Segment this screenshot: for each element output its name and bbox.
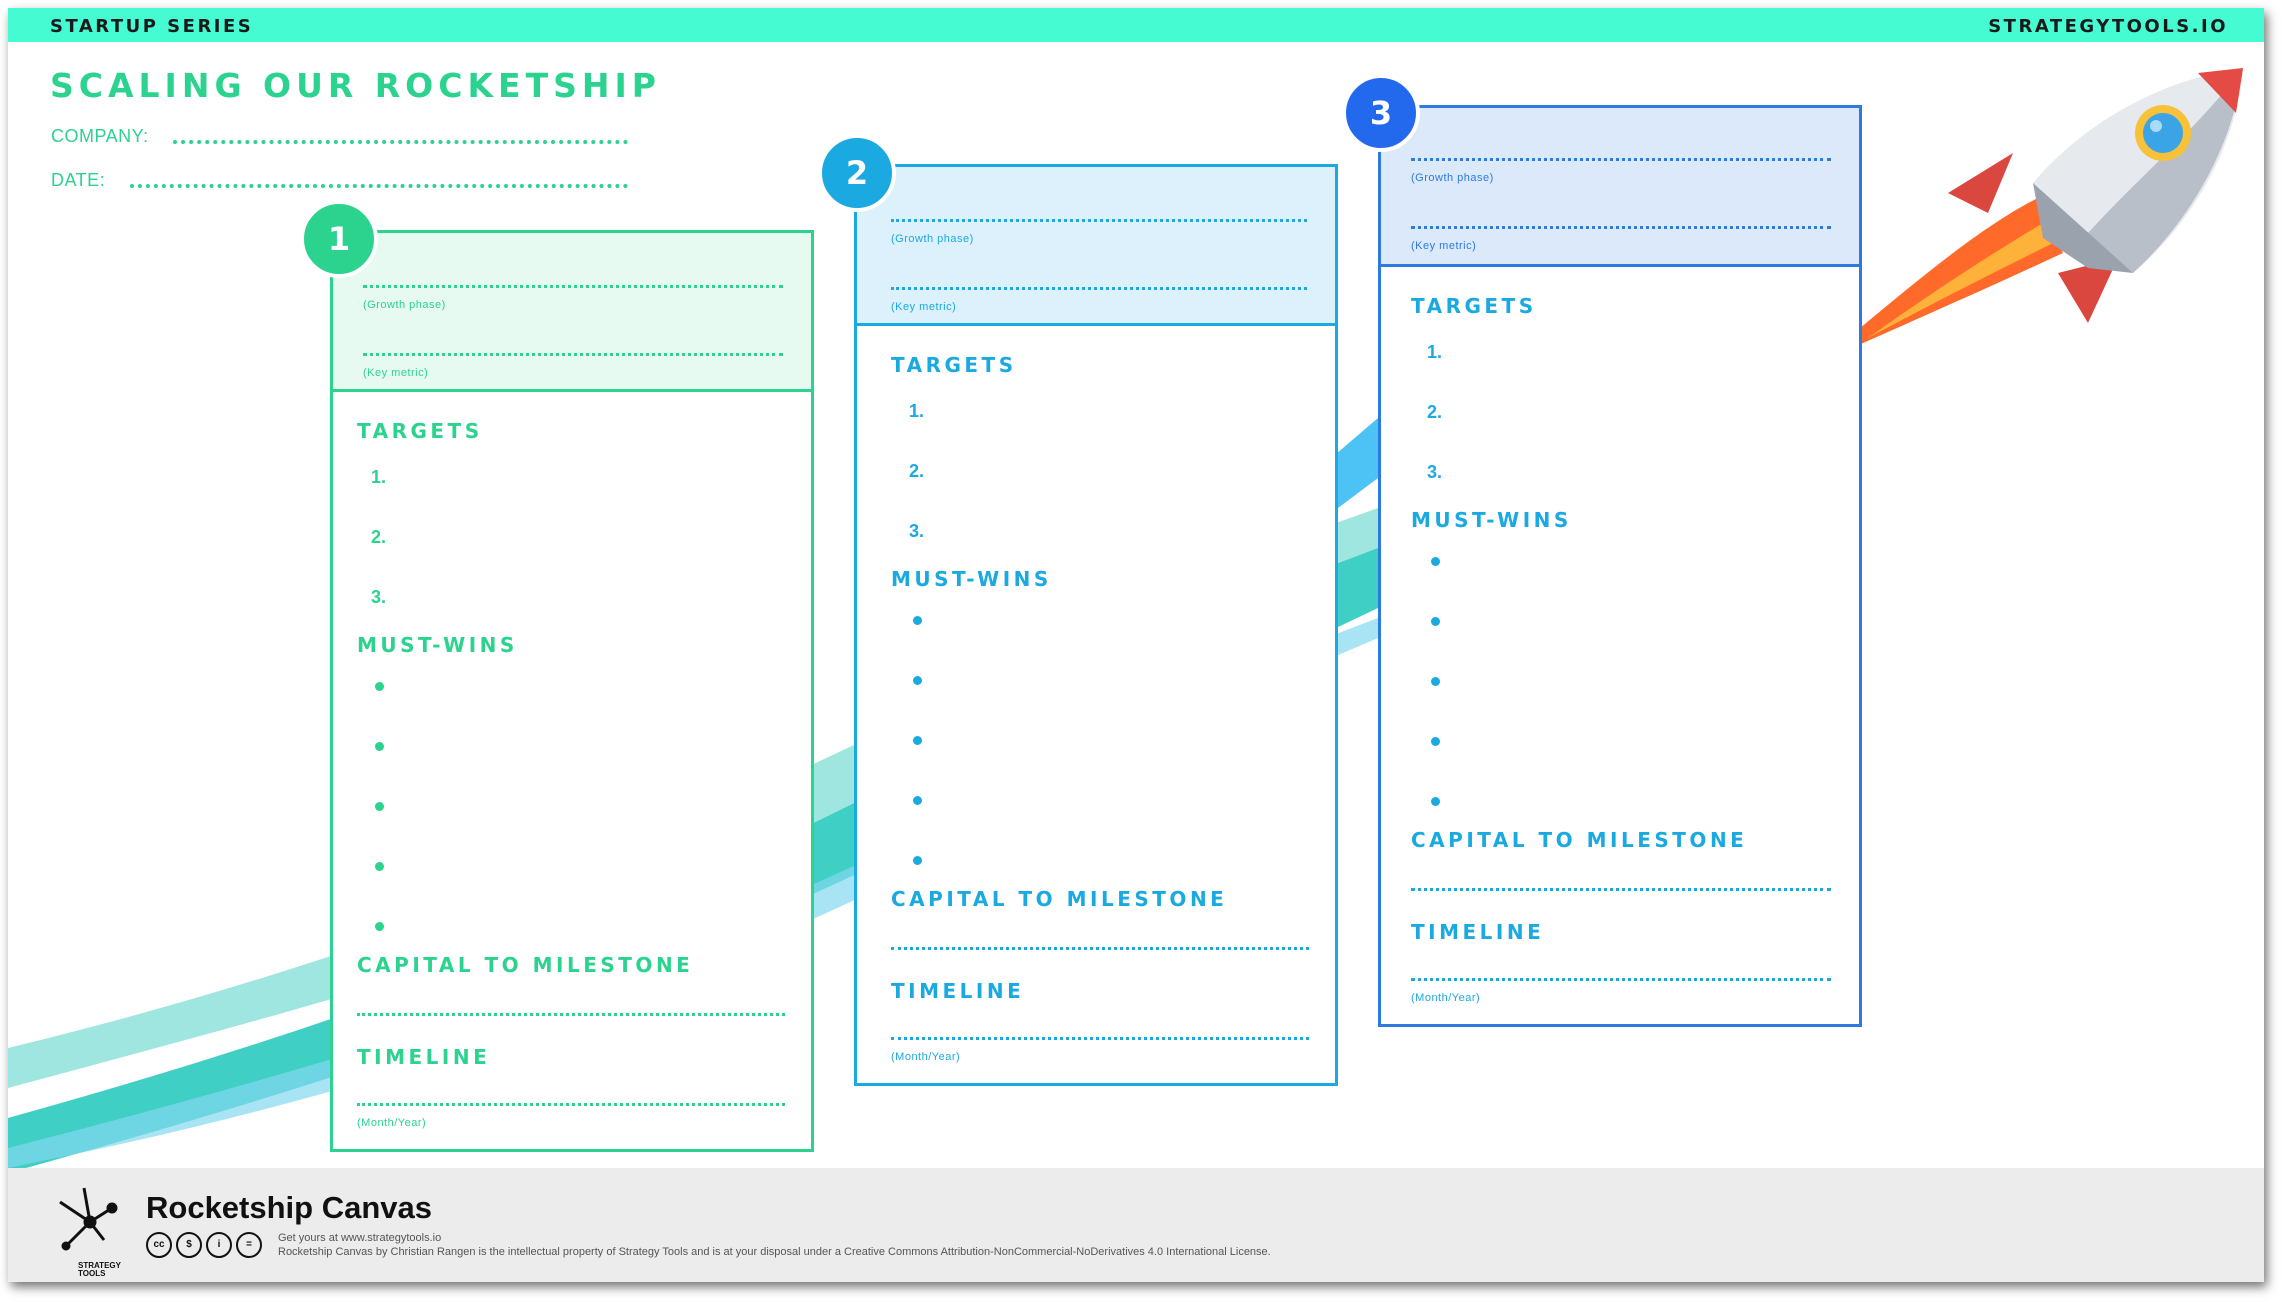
stage-2-must-win-bullet xyxy=(913,616,922,625)
license-text: Rocketship Canvas by Christian Rangen is… xyxy=(278,1246,1271,1258)
stage-2-capital-heading: CAPITAL TO MILESTONE xyxy=(891,887,1228,911)
stage-1-timeline-heading: TIMELINE xyxy=(357,1045,491,1069)
stage-3-timeline-hint: (Month/Year) xyxy=(1411,992,1481,1004)
stage-3-target-3: 3. xyxy=(1427,462,1443,482)
stage-2-target-2: 2. xyxy=(909,461,925,481)
stage-1-must-win-bullet xyxy=(375,682,384,691)
company-label: COMPANY: xyxy=(51,126,149,146)
stage-1-capital-field[interactable] xyxy=(357,1013,785,1016)
stage-2-target-1: 1. xyxy=(909,401,925,421)
stage-1-must-win-bullet xyxy=(375,922,384,931)
stage-3-must-win-bullet xyxy=(1431,677,1440,686)
stage-3-card: (Growth phase) (Key metric) TARGETS 1. 2… xyxy=(1378,105,1862,1027)
stage-3-must-win-bullet xyxy=(1431,557,1440,566)
stage-2-timeline-heading: TIMELINE xyxy=(891,979,1025,1003)
stage-3-capital-heading: CAPITAL TO MILESTONE xyxy=(1411,828,1748,852)
date-label: DATE: xyxy=(51,170,106,190)
stage-3-metric-field[interactable] xyxy=(1411,226,1831,229)
nc-icon: $ xyxy=(176,1232,202,1258)
stage-1-metric-field[interactable] xyxy=(363,353,783,356)
stage-2-badge: 2 xyxy=(818,134,896,212)
top-bar: STARTUP SERIES STRATEGYTOOLS.IO xyxy=(8,8,2264,42)
stage-1-capital-heading: CAPITAL TO MILESTONE xyxy=(357,953,694,977)
stage-2-header: (Growth phase) (Key metric) xyxy=(857,167,1335,326)
stage-1-target-3: 3. xyxy=(371,587,387,607)
stage-3-must-win-bullet xyxy=(1431,617,1440,626)
logo-text: STRATEGY TOOLS xyxy=(78,1261,121,1278)
stage-1-growth-hint: (Growth phase) xyxy=(363,299,446,311)
stage-2-metric-field[interactable] xyxy=(891,287,1307,290)
stage-2-capital-field[interactable] xyxy=(891,947,1309,950)
stage-3-must-win-bullet xyxy=(1431,797,1440,806)
get-yours-text: Get yours at www.strategytools.io xyxy=(278,1232,442,1244)
stage-3-growth-hint: (Growth phase) xyxy=(1411,172,1494,184)
stage-1-must-win-bullet xyxy=(375,802,384,811)
stage-1-badge: 1 xyxy=(300,200,378,278)
date-field[interactable] xyxy=(130,184,628,188)
rocketship-canvas-sheet: STARTUP SERIES STRATEGYTOOLS.IO SCALING … xyxy=(8,8,2264,1282)
canvas-name: Rocketship Canvas xyxy=(146,1190,432,1225)
stage-1-metric-hint: (Key metric) xyxy=(363,367,429,379)
stage-1-targets-heading: TARGETS xyxy=(357,419,483,443)
stage-1-growth-field[interactable] xyxy=(363,285,783,288)
stage-1-must-win-bullet xyxy=(375,742,384,751)
page-title: SCALING OUR ROCKETSHIP xyxy=(50,66,661,105)
stage-3-growth-field[interactable] xyxy=(1411,158,1831,161)
stage-3-targets-heading: TARGETS xyxy=(1411,294,1537,318)
cc-icon: cc xyxy=(146,1232,172,1258)
by-icon: i xyxy=(206,1232,232,1258)
stage-2-metric-hint: (Key metric) xyxy=(891,301,957,313)
stage-3-badge: 3 xyxy=(1342,74,1420,152)
stage-2-must-win-bullet xyxy=(913,736,922,745)
stage-2-growth-hint: (Growth phase) xyxy=(891,233,974,245)
stage-3-metric-hint: (Key metric) xyxy=(1411,240,1477,252)
series-label: STARTUP SERIES xyxy=(50,16,254,37)
stage-1-must-wins-heading: MUST-WINS xyxy=(357,633,518,657)
company-field[interactable] xyxy=(173,140,628,144)
stage-3-timeline-heading: TIMELINE xyxy=(1411,920,1545,944)
stage-1-header: (Growth phase) (Key metric) xyxy=(333,233,811,392)
stage-2-card: (Growth phase) (Key metric) TARGETS 1. 2… xyxy=(854,164,1338,1086)
stage-1-target-2: 2. xyxy=(371,527,387,547)
stage-2-must-win-bullet xyxy=(913,856,922,865)
footer: STRATEGY TOOLS Rocketship Canvas cc $ i … xyxy=(8,1168,2264,1282)
stage-3-header: (Growth phase) (Key metric) xyxy=(1381,108,1859,267)
site-label: STRATEGYTOOLS.IO xyxy=(1988,16,2228,37)
stage-2-must-win-bullet xyxy=(913,676,922,685)
stage-2-timeline-hint: (Month/Year) xyxy=(891,1051,961,1063)
stage-3-capital-field[interactable] xyxy=(1411,888,1831,891)
stage-2-timeline-field[interactable] xyxy=(891,1037,1309,1040)
stage-3-target-1: 1. xyxy=(1427,342,1443,362)
stage-1-card: (Growth phase) (Key metric) TARGETS 1. 2… xyxy=(330,230,814,1152)
stage-3-must-win-bullet xyxy=(1431,737,1440,746)
stage-3-target-2: 2. xyxy=(1427,402,1443,422)
strategy-tools-logo xyxy=(59,1187,118,1251)
stage-1-must-win-bullet xyxy=(375,862,384,871)
rocket-illustration xyxy=(1818,68,2243,363)
stage-1-timeline-field[interactable] xyxy=(357,1103,785,1106)
nd-icon: = xyxy=(236,1232,262,1258)
stage-2-targets-heading: TARGETS xyxy=(891,353,1017,377)
stage-3-timeline-field[interactable] xyxy=(1411,978,1831,981)
stage-1-timeline-hint: (Month/Year) xyxy=(357,1117,427,1129)
stage-2-must-wins-heading: MUST-WINS xyxy=(891,567,1052,591)
stage-2-growth-field[interactable] xyxy=(891,219,1307,222)
stage-2-target-3: 3. xyxy=(909,521,925,541)
stage-2-must-win-bullet xyxy=(913,796,922,805)
stage-1-target-1: 1. xyxy=(371,467,387,487)
stage-3-must-wins-heading: MUST-WINS xyxy=(1411,508,1572,532)
